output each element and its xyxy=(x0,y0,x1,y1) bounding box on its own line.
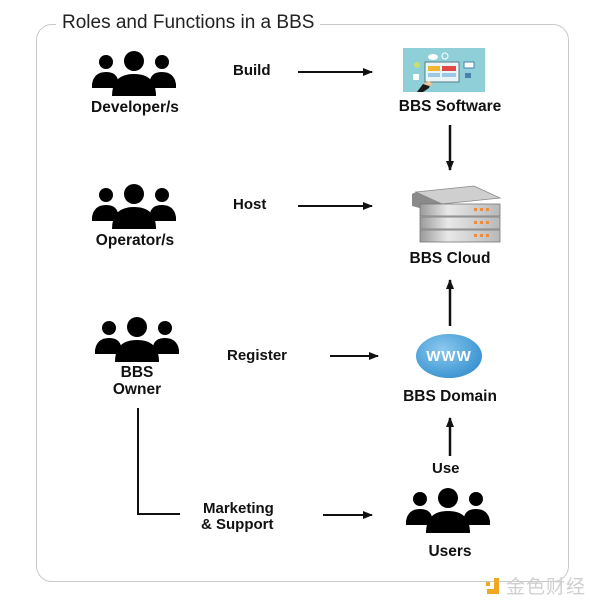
operator-group-icon xyxy=(92,184,176,229)
server-stack-icon xyxy=(412,185,502,243)
users-group-icon xyxy=(406,488,490,533)
www-text: WWW xyxy=(426,347,472,365)
watermark: 金色财经 xyxy=(484,572,586,599)
owner-label-line1: BBS xyxy=(120,364,154,381)
watermark-logo-icon xyxy=(486,577,499,594)
www-globe-icon: WWW xyxy=(416,334,482,378)
developer-group-icon xyxy=(92,51,176,96)
use-label: Use xyxy=(432,460,460,477)
diagram-title: Roles and Functions in a BBS xyxy=(56,10,321,36)
register-label: Register xyxy=(227,347,288,364)
marketing-label-line2: & Support xyxy=(201,516,274,533)
watermark-text: 金色财经 xyxy=(506,576,587,598)
domain-label: BBS Domain xyxy=(403,388,497,405)
build-label: Build xyxy=(233,62,271,79)
cloud-label: BBS Cloud xyxy=(409,250,491,267)
owner-label-line2: Owner xyxy=(112,381,162,398)
users-label: Users xyxy=(428,543,472,560)
host-label: Host xyxy=(233,196,267,213)
operator-label: Operator/s xyxy=(95,232,175,249)
developer-label: Developer/s xyxy=(91,99,179,116)
marketing-label-line1: Marketing xyxy=(203,500,274,517)
owner-group-icon xyxy=(95,317,179,362)
software-icon xyxy=(403,48,485,92)
software-label: BBS Software xyxy=(398,98,502,115)
owner-to-marketing-line xyxy=(137,408,180,515)
